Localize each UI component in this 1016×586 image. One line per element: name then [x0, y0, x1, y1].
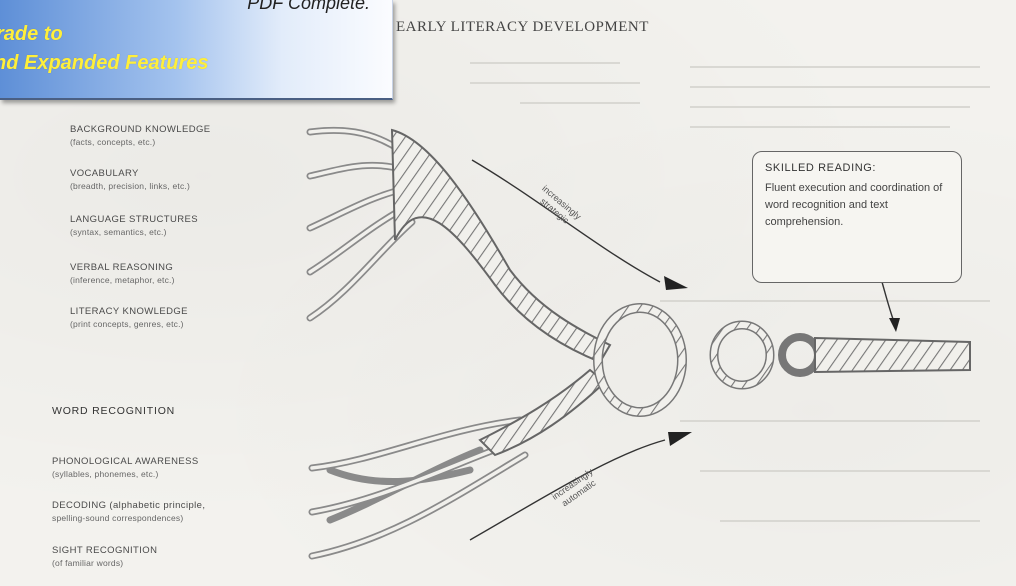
- banner-upgrade-text: rade to: [0, 23, 63, 46]
- upgrade-banner[interactable]: PDF Complete. rade to nd Expanded Featur…: [0, 0, 393, 100]
- upper-braid: [392, 130, 610, 362]
- skilled-reading-title: SKILLED READING:: [765, 162, 876, 174]
- document-title: EARLY LITERACY DEVELOPMENT: [396, 19, 649, 36]
- strand-label-literacy-knowledge: LITERACY KNOWLEDGE (print concepts, genr…: [70, 306, 188, 330]
- skilled-reading-box: SKILLED READING: Fluent execution and co…: [752, 151, 962, 283]
- strand-label-verbal-reasoning: VERBAL REASONING (inference, metaphor, e…: [70, 262, 175, 286]
- banner-features-text: nd Expanded Features: [0, 52, 209, 75]
- strand-label-phonological-awareness: PHONOLOGICAL AWARENESS (syllables, phone…: [52, 456, 199, 480]
- strand-label-decoding: DECODING (alphabetic principle, spelling…: [52, 500, 205, 524]
- strand-label-sight-recognition: SIGHT RECOGNITION (of familiar words): [52, 545, 157, 569]
- word-recognition-heading: WORD RECOGNITION: [52, 405, 175, 417]
- tight-braid: [815, 338, 970, 372]
- braid-loop-small: [782, 337, 818, 373]
- lower-braid: [480, 370, 605, 455]
- strand-label-vocabulary: VOCABULARY (breadth, precision, links, e…: [70, 168, 190, 192]
- banner-product-name: PDF Complete.: [247, 0, 370, 14]
- strand-label-language-structures: LANGUAGE STRUCTURES (syntax, semantics, …: [70, 214, 198, 238]
- strand-label-background-knowledge: BACKGROUND KNOWLEDGE (facts, concepts, e…: [70, 124, 211, 148]
- skilled-reading-description: Fluent execution and coordination of wor…: [765, 180, 951, 231]
